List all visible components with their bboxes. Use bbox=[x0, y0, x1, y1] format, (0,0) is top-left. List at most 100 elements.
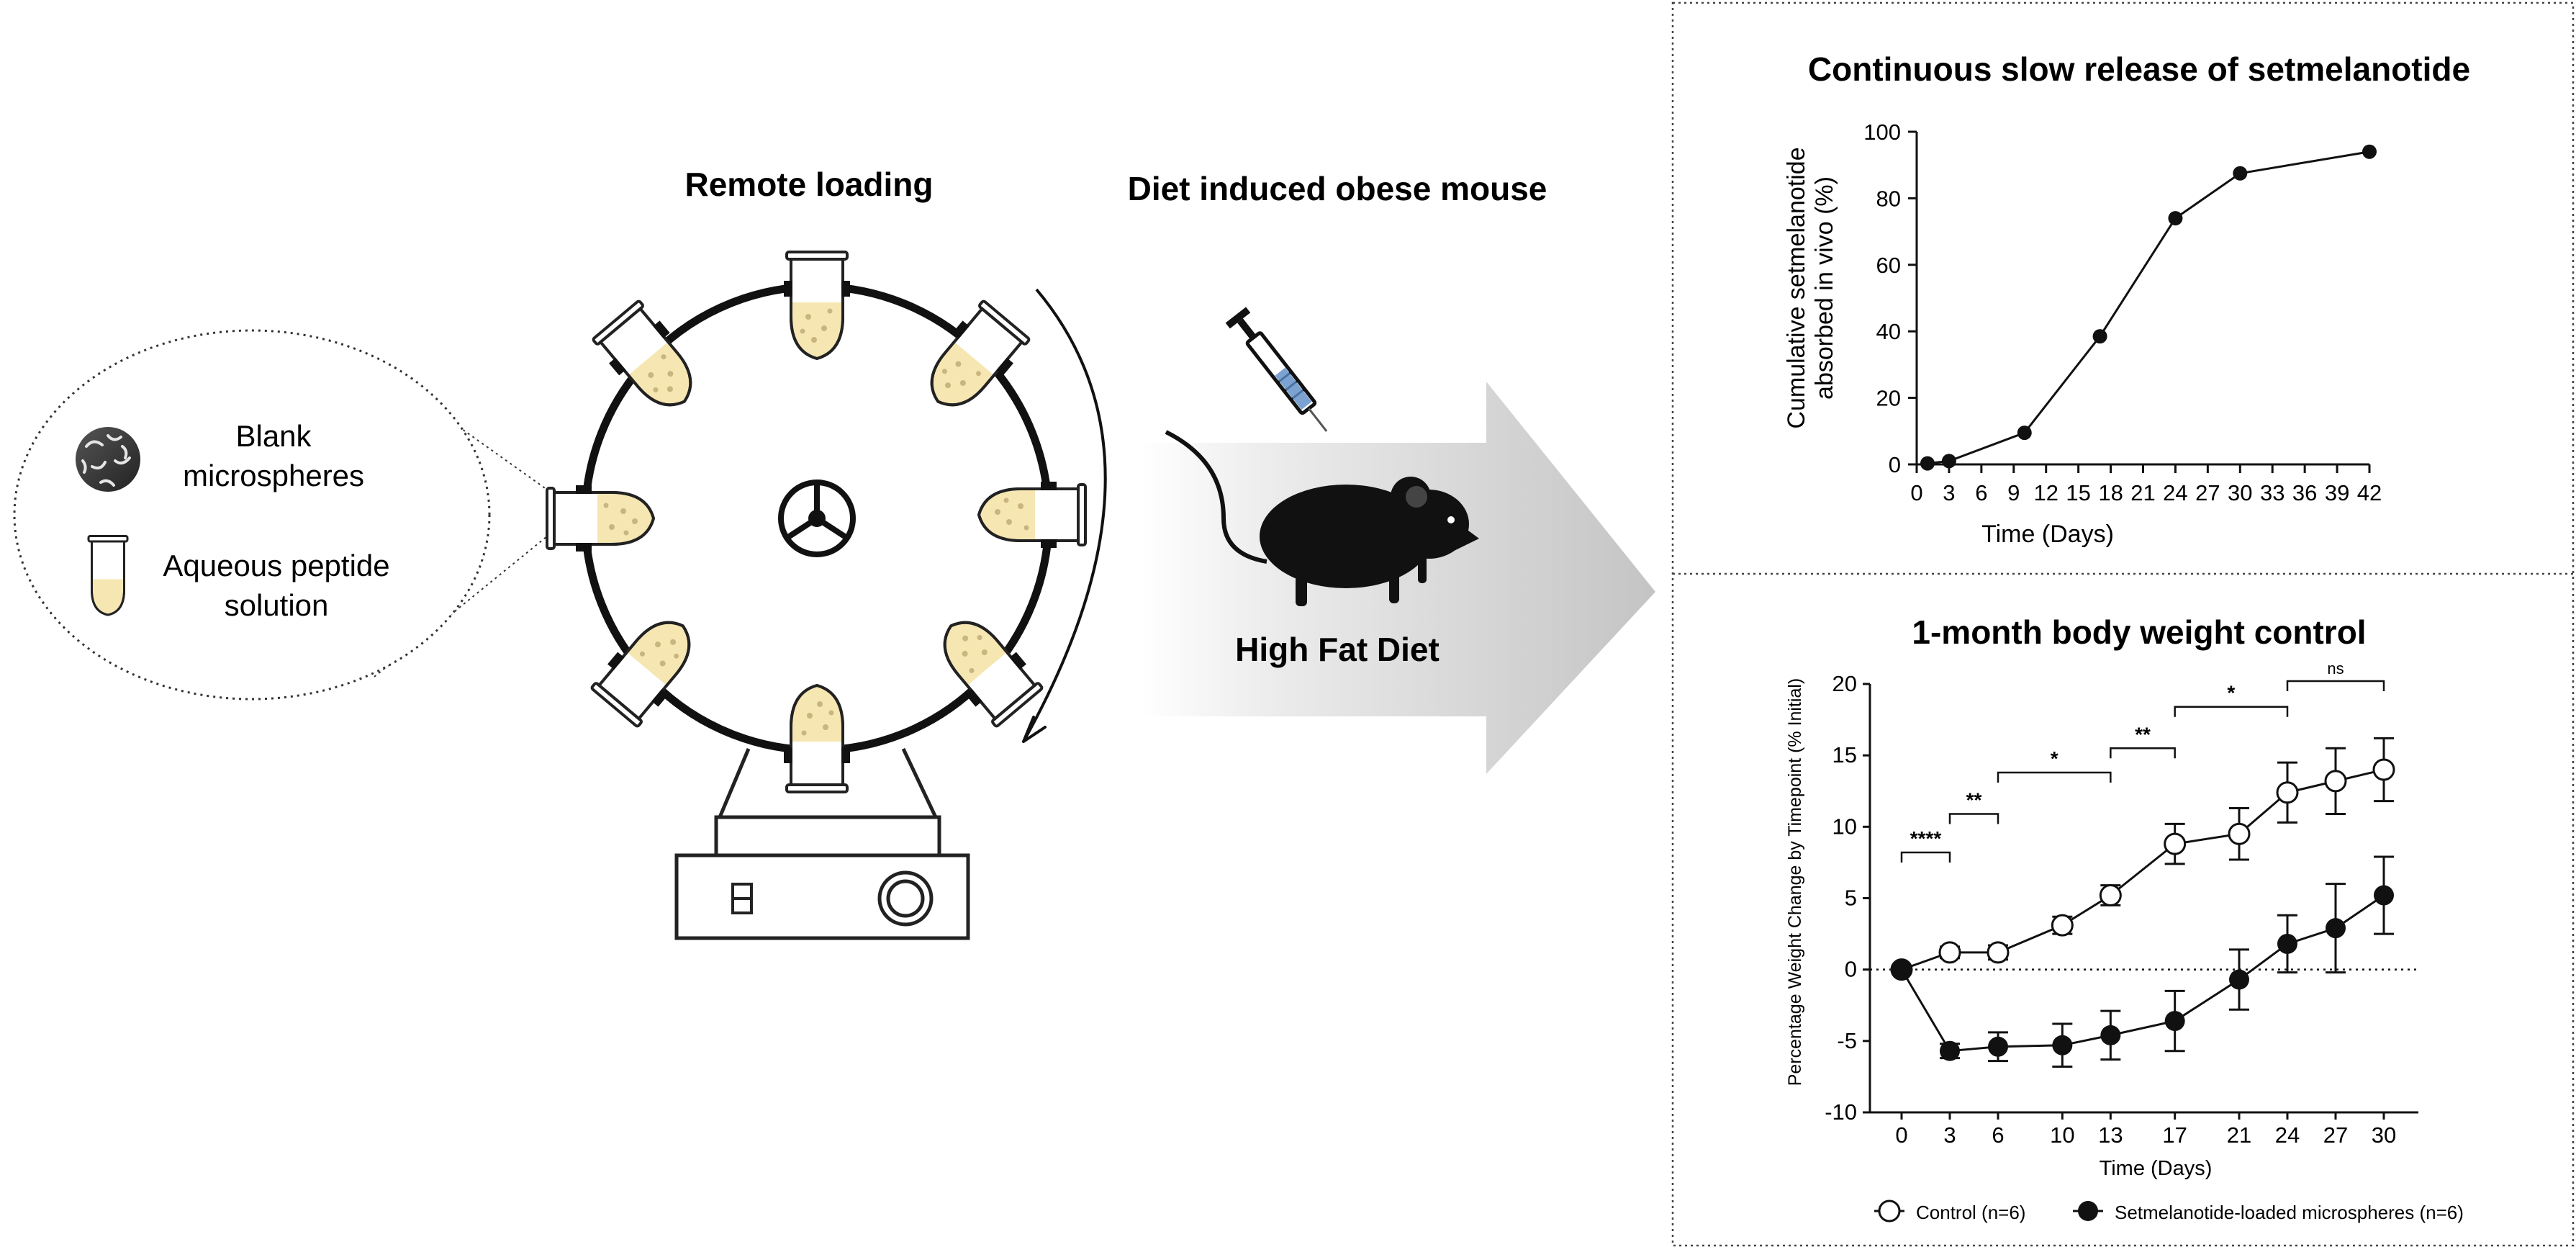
blank-microsphere-icon bbox=[76, 427, 140, 492]
weight-chart-title: 1-month body weight control bbox=[1912, 613, 2366, 651]
weight-point-control bbox=[2276, 781, 2299, 804]
release-chart: Continuous slow release of setmelanotide… bbox=[1783, 50, 2470, 548]
significance-label: ** bbox=[1966, 788, 1982, 811]
weight-point-control bbox=[2324, 770, 2347, 793]
weight-point-treated bbox=[2374, 885, 2394, 906]
release-x-tick-label: 24 bbox=[2163, 480, 2187, 505]
zoom-line-bottom bbox=[374, 536, 548, 677]
release-x-tick-label: 6 bbox=[1975, 480, 1987, 505]
weight-point-treated bbox=[2326, 918, 2346, 939]
mouse-section: Diet induced obese mouse High Fat D bbox=[1128, 170, 1655, 774]
release-x-label: Time (Days) bbox=[1981, 521, 2114, 548]
release-x-tick-label: 9 bbox=[2007, 480, 2020, 505]
weight-point-control bbox=[1938, 941, 1961, 964]
high-fat-diet-label: High Fat Diet bbox=[1235, 631, 1440, 668]
release-data-point bbox=[2168, 211, 2183, 226]
weight-x-label: Time (Days) bbox=[2100, 1157, 2213, 1180]
significance-label: ** bbox=[2135, 723, 2151, 745]
wheel-tube-left bbox=[546, 484, 655, 553]
weight-y-label: Percentage Weight Change by Timepoint (%… bbox=[1785, 678, 1805, 1086]
weight-x-tick-label: 17 bbox=[2162, 1122, 2187, 1148]
significance-label: * bbox=[2227, 682, 2235, 704]
legend-label-control: Control (n=6) bbox=[1916, 1202, 2025, 1223]
mouse-icon bbox=[1165, 430, 1479, 606]
significance-bracket bbox=[1948, 813, 1999, 824]
peptide-tube-icon bbox=[87, 535, 129, 616]
legend-label-treated: Setmelanotide-loaded microspheres (n=6) bbox=[2115, 1202, 2464, 1223]
weight-point-treated bbox=[2052, 1035, 2073, 1055]
release-x-tick-label: 36 bbox=[2292, 480, 2317, 505]
results-panel-frame bbox=[1671, 1, 2575, 1247]
weight-x-tick-label: 10 bbox=[2050, 1122, 2074, 1148]
release-y-tick-label: 0 bbox=[1889, 452, 1901, 477]
significance-bracket bbox=[2174, 706, 2289, 717]
weight-y-tick-label: 15 bbox=[1832, 742, 1857, 767]
release-data-point bbox=[1920, 456, 1935, 471]
legend-marker-control bbox=[1878, 1199, 1901, 1223]
significance-label: ns bbox=[2327, 659, 2344, 677]
weight-point-treated bbox=[1988, 1036, 2008, 1057]
weight-point-treated bbox=[2229, 969, 2249, 990]
release-x-tick-label: 0 bbox=[1910, 480, 1922, 505]
release-y-tick-label: 20 bbox=[1876, 386, 1901, 411]
weight-point-control bbox=[1987, 941, 2010, 964]
release-x-tick-label: 18 bbox=[2098, 480, 2123, 505]
release-x-tick-label: 3 bbox=[1943, 480, 1955, 505]
release-x-tick-label: 39 bbox=[2325, 480, 2349, 505]
remote-loading-title: Remote loading bbox=[684, 166, 933, 203]
significance-bracket bbox=[1997, 771, 2112, 783]
weight-series-line-0 bbox=[1901, 768, 2385, 971]
weight-y-tick-label: -10 bbox=[1825, 1099, 1857, 1125]
syringe-icon bbox=[1225, 307, 1328, 432]
release-x-tick-label: 15 bbox=[2066, 480, 2090, 505]
wheel-tube-right bbox=[977, 480, 1087, 549]
significance-label: * bbox=[2051, 747, 2058, 770]
release-data-point bbox=[2362, 144, 2377, 159]
weight-point-treated bbox=[2164, 1011, 2185, 1032]
weight-point-treated bbox=[1892, 959, 1912, 980]
release-y-tick-label: 40 bbox=[1876, 319, 1901, 344]
weight-point-control bbox=[2372, 758, 2395, 781]
weight-x-tick-label: 13 bbox=[2098, 1122, 2123, 1148]
release-y-tick-label: 100 bbox=[1863, 120, 1901, 145]
weight-point-control bbox=[2051, 914, 2074, 937]
release-x-tick-label: 42 bbox=[2357, 480, 2382, 505]
release-x-tick-label: 21 bbox=[2130, 480, 2155, 505]
release-y-tick-label: 80 bbox=[1876, 186, 1901, 211]
release-chart-title: Continuous slow release of setmelanotide bbox=[1808, 50, 2470, 88]
wheel-tube-top bbox=[782, 251, 851, 360]
release-x-tick-label: 27 bbox=[2195, 480, 2220, 505]
release-y-tick-label: 60 bbox=[1876, 253, 1901, 278]
weight-y-tick-label: -5 bbox=[1837, 1028, 1857, 1053]
release-data-point bbox=[1941, 454, 1956, 469]
weight-series-line-1 bbox=[1900, 894, 2385, 1053]
weight-x-tick-label: 3 bbox=[1943, 1122, 1956, 1148]
legend-marker-treated bbox=[2078, 1201, 2098, 1221]
release-x-tick-label: 12 bbox=[2033, 480, 2058, 505]
significance-bracket bbox=[1900, 851, 1951, 863]
release-y-label-line2: absorbed in vivo (%) bbox=[1811, 176, 1838, 400]
significance-bracket bbox=[2286, 680, 2385, 692]
legend-peptide-line1: Aqueous peptide bbox=[163, 549, 389, 582]
weight-point-treated bbox=[2100, 1025, 2121, 1045]
weight-x-tick-label: 24 bbox=[2275, 1122, 2300, 1148]
weight-y-tick-label: 5 bbox=[1845, 886, 1857, 911]
weight-x-tick-label: 21 bbox=[2227, 1122, 2251, 1148]
release-x-tick-label: 30 bbox=[2228, 480, 2252, 505]
weight-x-tick-label: 30 bbox=[2372, 1122, 2396, 1148]
weight-point-treated bbox=[2277, 933, 2297, 954]
weight-x-tick-label: 6 bbox=[1992, 1122, 2004, 1148]
release-data-point bbox=[2092, 329, 2107, 344]
weight-x-tick-label: 27 bbox=[2323, 1122, 2348, 1148]
rotator-device: Remote loading bbox=[546, 166, 1107, 940]
release-data-point bbox=[2233, 166, 2248, 181]
weight-y-tick-label: 20 bbox=[1832, 671, 1857, 696]
legend-peptide-line2: solution bbox=[225, 588, 329, 622]
weight-point-control bbox=[2228, 822, 2251, 845]
legend-ellipse bbox=[13, 329, 491, 701]
wheel-tube-bottom bbox=[782, 684, 851, 793]
zoom-line-top bbox=[359, 356, 548, 490]
release-x-tick-label: 33 bbox=[2260, 480, 2284, 505]
significance-bracket bbox=[2110, 747, 2176, 759]
